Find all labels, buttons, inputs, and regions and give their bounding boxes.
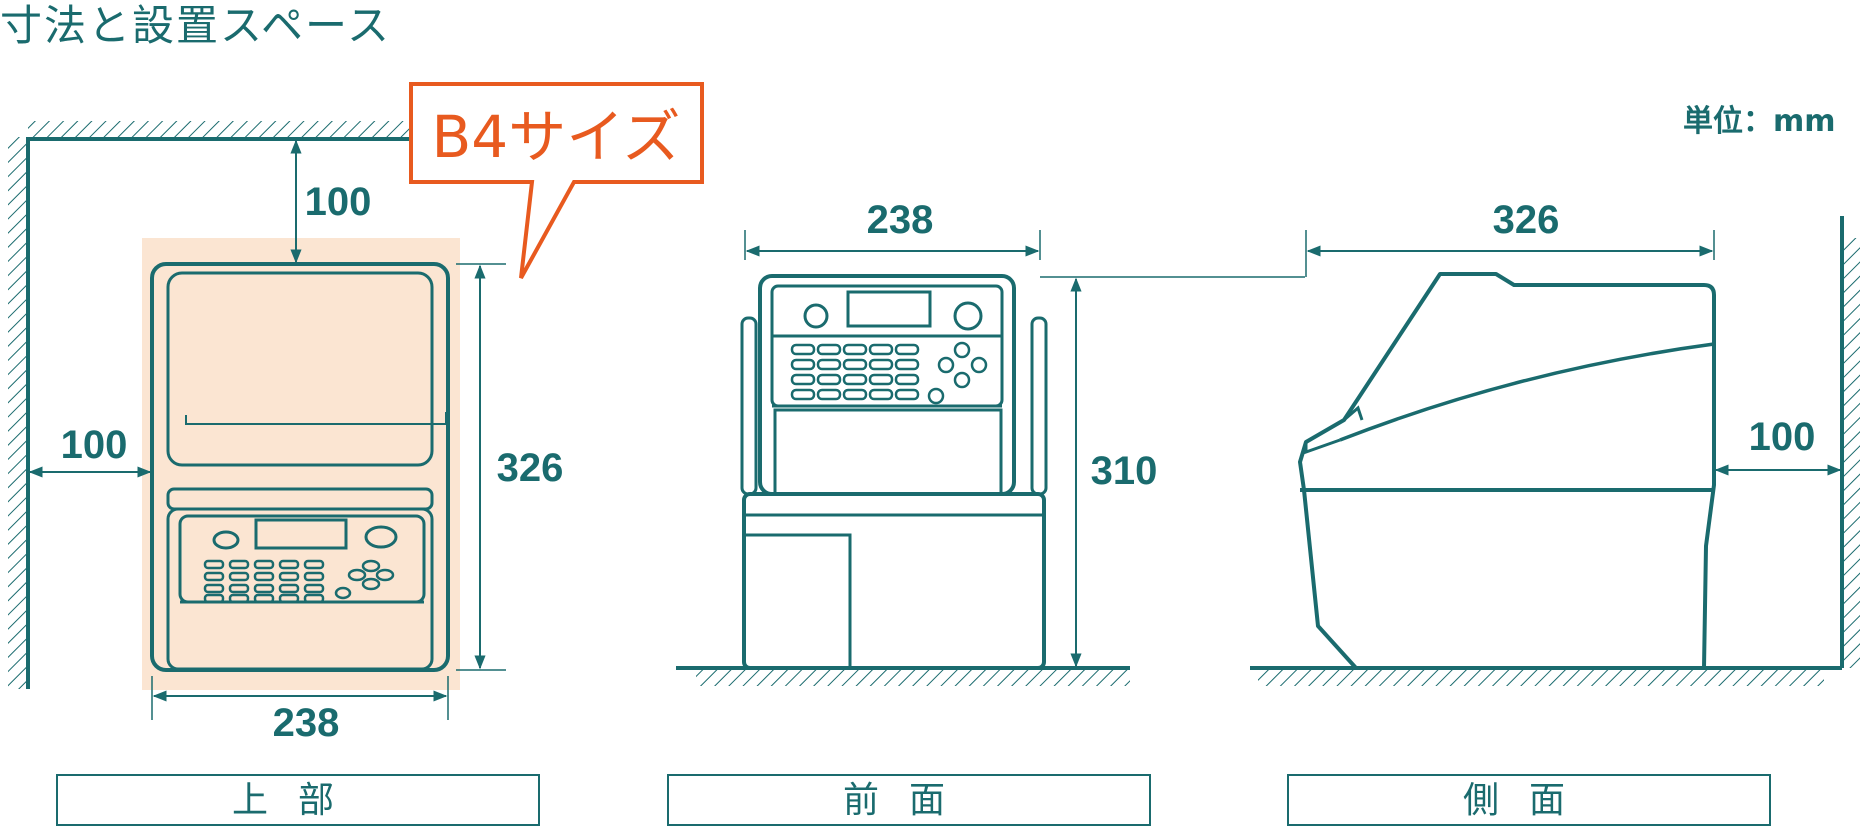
- front-floor-hatch: [696, 670, 1130, 686]
- b4-callout: B4サイズ: [409, 82, 704, 279]
- top-view-wall-line: [26, 137, 424, 689]
- top-tray-edge: [185, 412, 447, 425]
- dim-side-clearance-label: 100: [1749, 415, 1816, 459]
- dim-top-depth-label: 326: [497, 446, 564, 490]
- page-title: 寸法と設置スペース: [0, 1, 391, 50]
- caption-top-view: 上部: [56, 774, 540, 826]
- caption-front-view: 前面: [667, 774, 1151, 826]
- side-paper-tray: [1339, 342, 1715, 442]
- unit-label: 単位：mm: [1683, 104, 1836, 139]
- top-keypad: [203, 559, 395, 604]
- top-tray: [166, 271, 434, 467]
- front-button-right: [953, 301, 983, 331]
- caption-side-view: 側面: [1287, 774, 1771, 826]
- top-button-left: [212, 530, 240, 550]
- front-button-left: [803, 303, 829, 329]
- front-view: 238 310: [676, 198, 1305, 686]
- top-display: [254, 518, 348, 550]
- front-base-panel: [744, 533, 852, 668]
- dim-left-clearance-label: 100: [61, 423, 128, 467]
- dim-top-width-label: 238: [273, 701, 340, 745]
- front-paper-slot: [773, 408, 1003, 496]
- dim-front-height-label: 310: [1091, 449, 1158, 493]
- top-front-section: [166, 507, 434, 671]
- dim-front-width-label: 238: [867, 198, 934, 242]
- top-wall-hatch: [28, 121, 424, 137]
- side-body-outline: [1298, 272, 1716, 670]
- side-view: 326 100: [1250, 198, 1860, 686]
- callout-label: B4サイズ: [432, 103, 681, 171]
- side-floor-hatch: [1258, 670, 1824, 686]
- front-keypad: [790, 341, 988, 405]
- left-wall-hatch: [8, 137, 28, 689]
- top-view: 100 100 326 238: [8, 121, 563, 745]
- top-button-right: [364, 525, 398, 549]
- front-base: [742, 492, 1046, 670]
- callout-bubble: [409, 82, 704, 279]
- side-wall-hatch: [1844, 238, 1860, 668]
- dim-top-clearance-label: 100: [305, 180, 372, 224]
- dim-side-depth-label: 326: [1493, 198, 1560, 242]
- front-display: [846, 290, 932, 328]
